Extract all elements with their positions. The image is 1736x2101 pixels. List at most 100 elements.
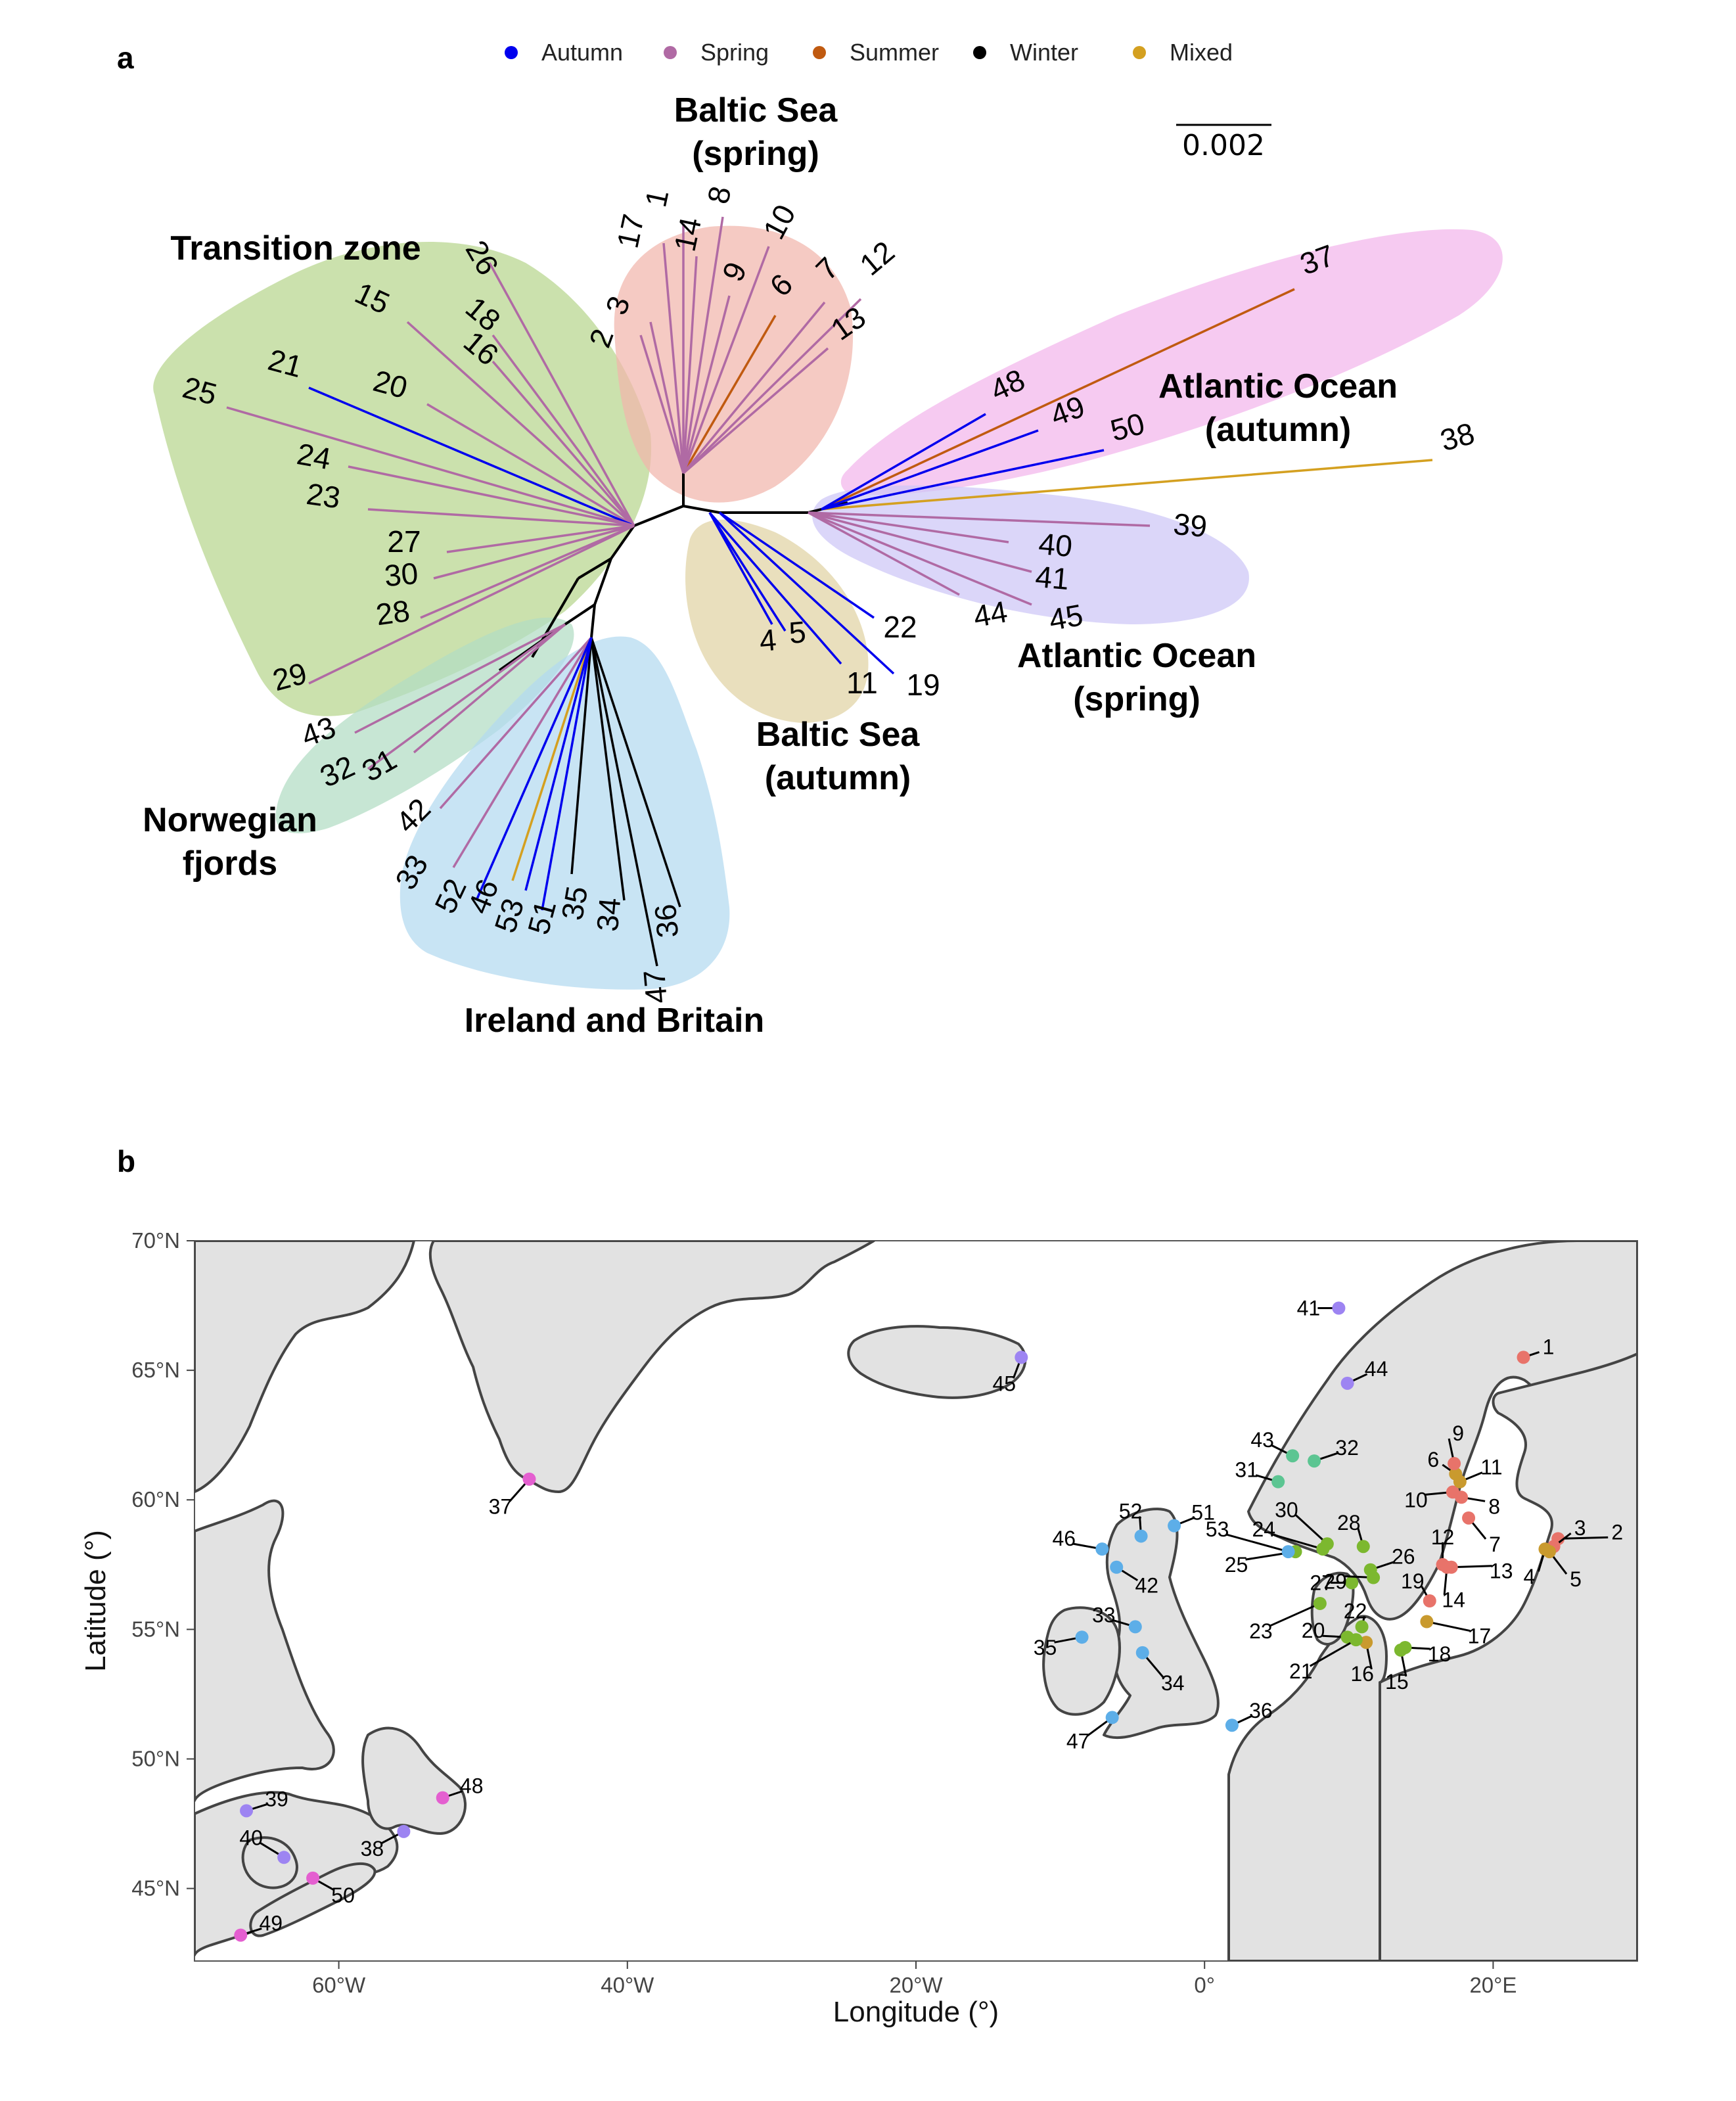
site-marker [1225, 1719, 1239, 1732]
site-label: 1 [1543, 1335, 1555, 1358]
site-28: 28 [1337, 1511, 1370, 1554]
tree-branch-41 [808, 511, 1032, 573]
tip-label-38: 38 [1436, 416, 1478, 457]
tip-label-24: 24 [294, 436, 333, 476]
site-label: 11 [1480, 1456, 1502, 1479]
site-marker [1332, 1301, 1346, 1315]
tree-branch-34 [590, 637, 626, 901]
tip-label-36: 36 [648, 903, 685, 940]
clade-hull-transition [153, 241, 652, 716]
site-label: 51 [1191, 1501, 1215, 1525]
legend-item-mixed: Mixed [1133, 39, 1233, 66]
site-label: 2 [1611, 1520, 1623, 1544]
tree-branch-38 [821, 459, 1433, 511]
legend-label: Summer [850, 39, 939, 66]
clade-label-baltic_autumn: Baltic Sea(autumn) [756, 716, 921, 797]
clade-label-transition: Transition zone [170, 229, 421, 267]
site-marker [1349, 1633, 1363, 1647]
tip-label-41: 41 [1034, 559, 1071, 596]
site-marker [1110, 1560, 1124, 1574]
tree-branch-25 [226, 406, 635, 527]
clade-label-baltic_spring: Baltic Sea(spring) [674, 91, 838, 173]
site-30: 30 [1275, 1498, 1334, 1551]
tree-branch-40 [808, 511, 1009, 543]
tree-branch-17 [662, 242, 685, 474]
legend-item-summer: Summer [813, 39, 939, 66]
tree-branch-39 [808, 511, 1151, 527]
site-11: 11 [1453, 1456, 1503, 1489]
site-label: 28 [1337, 1511, 1361, 1535]
legend-label: Winter [1010, 39, 1078, 66]
site-label: 43 [1250, 1428, 1274, 1452]
site-marker [1359, 1636, 1373, 1650]
site-label: 41 [1297, 1297, 1321, 1320]
site-14: 14 [1440, 1560, 1465, 1612]
tip-label-19: 19 [906, 668, 940, 702]
tree-branch-29 [308, 524, 635, 685]
site-38: 38 [361, 1824, 411, 1860]
tree-branch-42 [439, 636, 593, 810]
tip-label-12: 12 [853, 234, 901, 282]
site-leader-line [1294, 1514, 1328, 1545]
tip-label-1: 1 [638, 187, 675, 210]
site-48: 48 [436, 1774, 484, 1805]
y-axis-title: Latitude (°) [80, 1530, 112, 1672]
site-marker [234, 1928, 248, 1942]
y-axis-ticks: 70°N65°N60°N55°N50°N45°N [131, 1228, 194, 1901]
site-marker [397, 1824, 411, 1838]
site-2: 2 [1551, 1520, 1623, 1546]
x-tick-label: 60°W [312, 1973, 366, 1997]
tip-label-14: 14 [668, 214, 708, 254]
tree-branch-46 [511, 637, 593, 881]
legend-item-autumn: Autumn [505, 39, 623, 66]
site-29: 29 [1323, 1570, 1381, 1594]
legend-swatch [664, 46, 677, 59]
site-marker [306, 1871, 320, 1885]
site-marker [1462, 1511, 1476, 1525]
site-marker [1135, 1646, 1149, 1659]
site-marker [1075, 1630, 1089, 1644]
site-31: 31 [1235, 1458, 1285, 1489]
site-40: 40 [239, 1826, 291, 1864]
tree-branch-18 [491, 334, 635, 527]
site-marker [1355, 1620, 1369, 1634]
land-finland-baltics [1379, 1352, 1637, 1961]
tip-label-27: 27 [387, 524, 421, 559]
tree-branch-4 [708, 512, 773, 625]
site-marker [1440, 1560, 1454, 1574]
clade-label-ireland: Ireland and Britain [465, 1002, 765, 1040]
tree-branch-23 [367, 508, 635, 527]
site-20: 20 [1302, 1619, 1354, 1644]
tree-branch-47 [590, 637, 658, 967]
site-label: 38 [361, 1837, 384, 1860]
site-marker [1446, 1485, 1459, 1499]
land-newfoundland [361, 1726, 467, 1835]
site-marker [1271, 1475, 1285, 1489]
panel-b-map: b [80, 1144, 1638, 2028]
site-50: 50 [306, 1871, 355, 1907]
tree-branch-49 [821, 429, 1039, 511]
site-26: 26 [1363, 1545, 1415, 1577]
site-label: 6 [1427, 1448, 1439, 1471]
y-tick-label: 60°N [131, 1487, 180, 1512]
site-label: 30 [1275, 1498, 1298, 1521]
site-24: 24 [1252, 1517, 1330, 1556]
site-label: 50 [331, 1883, 355, 1907]
site-22: 22 [1344, 1599, 1369, 1634]
site-label: 42 [1135, 1574, 1158, 1598]
legend-swatch [973, 46, 986, 59]
land-iceland [847, 1325, 1027, 1399]
site-leader-line [1558, 1536, 1609, 1540]
tip-label-8: 8 [700, 183, 737, 207]
site-label: 3 [1574, 1516, 1586, 1540]
site-leader-line [1272, 1533, 1323, 1550]
tree-branch-21 [308, 386, 635, 527]
tree-branch-22 [719, 511, 875, 619]
legend-swatch [813, 46, 826, 59]
tree-branch-8 [682, 216, 724, 474]
site-21: 21 [1289, 1633, 1363, 1683]
tree-internal-branch [590, 604, 596, 638]
tip-label-17: 17 [610, 211, 651, 251]
site-label: 20 [1302, 1619, 1325, 1642]
